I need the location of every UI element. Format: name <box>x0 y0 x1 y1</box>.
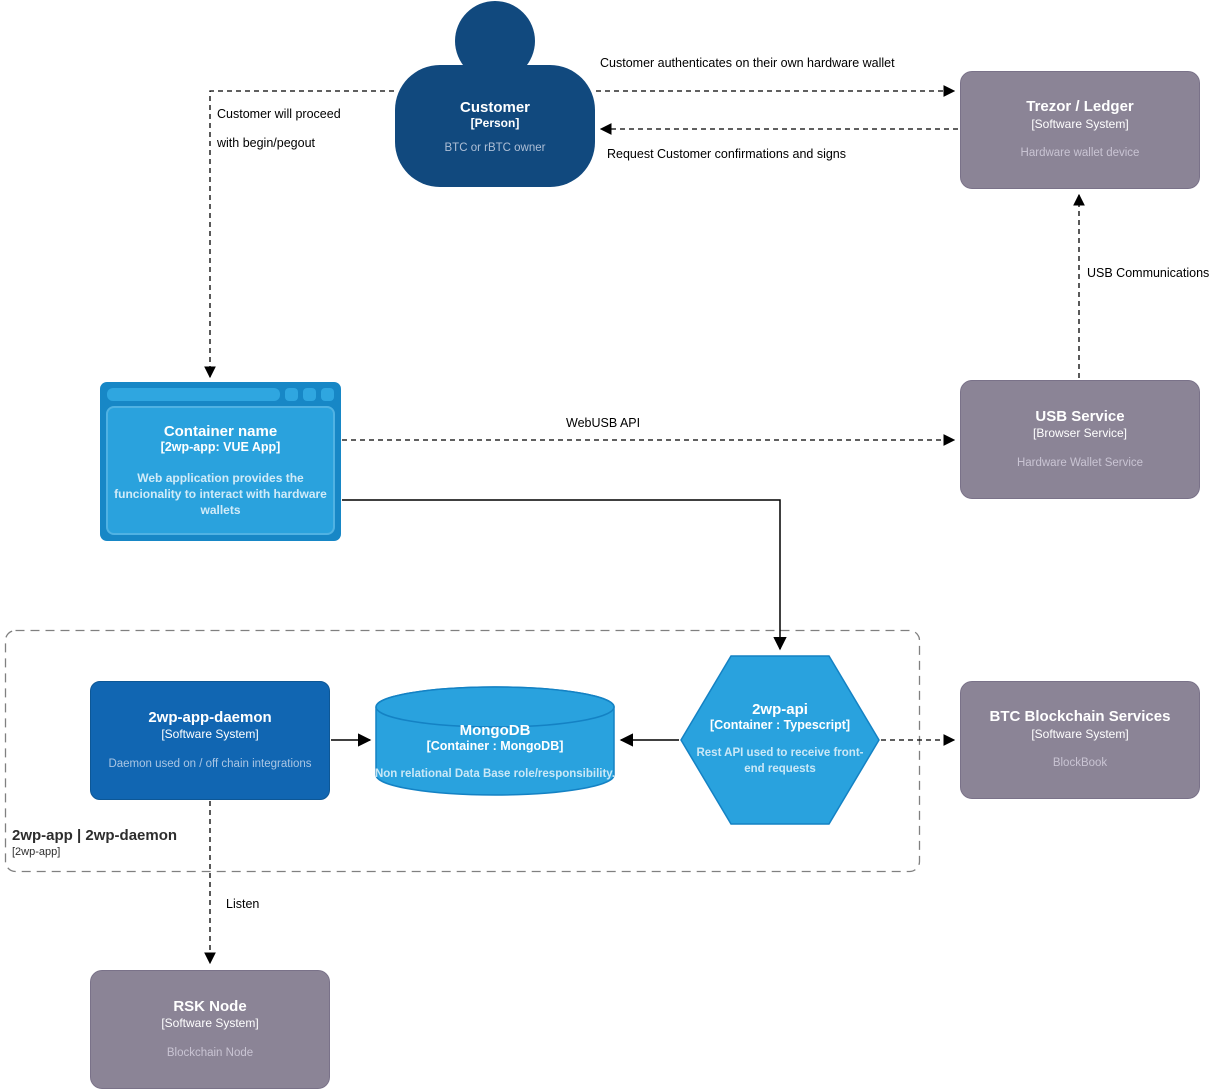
browser-titlebar <box>100 382 341 405</box>
edge-label-proceed-line1: Customer will proceed <box>217 107 341 121</box>
customer-desc: BTC or rBTC owner <box>444 141 546 154</box>
daemon-desc: Daemon used on / off chain integrations <box>108 757 312 770</box>
trezor-title: Trezor / Ledger <box>1026 98 1134 116</box>
webapp-title: Container name <box>163 422 278 440</box>
trezor-type: [Software System] <box>1031 116 1129 131</box>
browser-addressbar <box>107 388 280 401</box>
edge-label-listen: Listen <box>226 897 260 911</box>
mongodb-desc: Non relational Data Base role/responsibi… <box>374 768 616 780</box>
edge-label-proceed-line2: with begin/pegout <box>217 136 315 150</box>
node-2wp-api: 2wp-api [Container : Typescript] Rest AP… <box>680 655 880 825</box>
node-rsk: RSK Node [Software System] Blockchain No… <box>90 970 330 1089</box>
btc-type: [Software System] <box>1031 726 1129 741</box>
edge-label-webusb-api: WebUSB API <box>566 416 641 430</box>
edge-customer-webapp <box>204 90 394 379</box>
edge-label-usb-communications: USB Communications <box>1087 266 1210 280</box>
customer-title: Customer <box>459 98 530 116</box>
edge-label-authenticates: Customer authenticates on their own hard… <box>600 56 895 70</box>
node-customer: Customer [Person] BTC or rBTC owner <box>395 1 595 187</box>
edge-label-request-sign: Request Customer confirmations and signs <box>607 147 847 161</box>
browser-button-icon <box>321 388 334 401</box>
btc-title: BTC Blockchain Services <box>989 708 1171 726</box>
daemon-type: [Software System] <box>161 727 259 742</box>
mongodb-type: [Container : MongoDB] <box>426 739 564 753</box>
node-usb-service: USB Service [Browser Service] Hardware W… <box>960 380 1200 499</box>
webapp-desc: Web application provides the funcionalit… <box>114 470 327 518</box>
edge-webapp-api <box>342 499 787 651</box>
boundary-title: 2wp-app | 2wp-daemon <box>12 827 178 844</box>
node-mongodb: MongoDB [Container : MongoDB] Non relati… <box>375 686 615 796</box>
browser-button-icon <box>303 388 316 401</box>
btc-desc: BlockBook <box>1052 757 1108 770</box>
api-type: [Container : Typescript] <box>709 718 851 732</box>
boundary-label: 2wp-app | 2wp-daemon [2wp-app] <box>12 827 177 858</box>
boundary-type: [2wp-app] <box>12 846 61 858</box>
rsk-title: RSK Node <box>173 997 247 1015</box>
usb-service-type: [Browser Service] <box>1032 426 1128 441</box>
node-trezor-ledger: Trezor / Ledger [Software System] Hardwa… <box>960 71 1200 189</box>
usb-service-title: USB Service <box>1035 407 1125 425</box>
customer-type: [Person] <box>470 115 520 130</box>
usb-service-desc: Hardware Wallet Service <box>1016 456 1144 469</box>
daemon-title: 2wp-app-daemon <box>148 708 272 726</box>
webapp-type: [2wp-app: VUE App] <box>160 439 281 454</box>
browser-button-icon <box>285 388 298 401</box>
node-webapp-container: Container name [2wp-app: VUE App] Web ap… <box>100 382 341 541</box>
api-title: 2wp-api <box>752 701 808 718</box>
mongodb-title: MongoDB <box>459 722 531 739</box>
node-btc-blockchain: BTC Blockchain Services [Software System… <box>960 681 1200 799</box>
rsk-type: [Software System] <box>161 1016 259 1031</box>
api-desc: Rest API used to receive front-end reque… <box>696 747 864 775</box>
trezor-desc: Hardware wallet device <box>1020 147 1140 160</box>
node-2wp-app-daemon: 2wp-app-daemon [Software System] Daemon … <box>90 681 330 800</box>
rsk-desc: Blockchain Node <box>166 1046 254 1059</box>
